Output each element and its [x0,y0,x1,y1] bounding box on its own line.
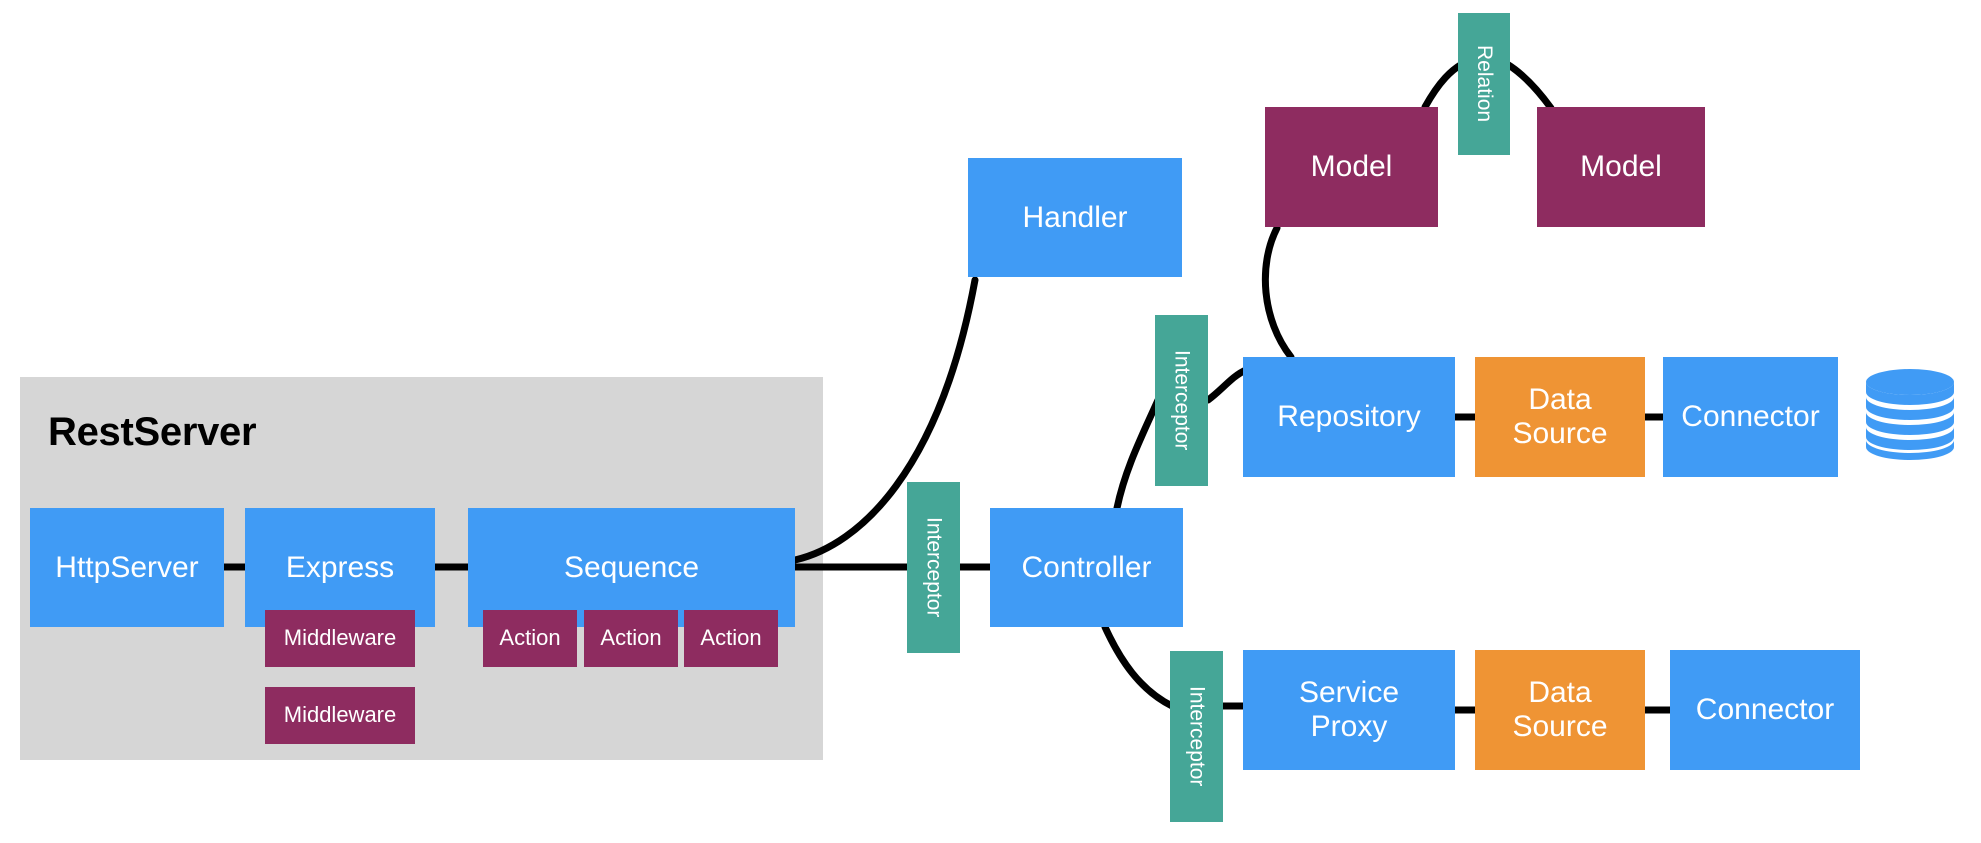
node-sequence[interactable]: Sequence [468,508,795,627]
node-action-1[interactable]: Action [483,610,577,667]
group-title-rest-server: RestServer [48,410,257,454]
node-middleware-2[interactable]: Middleware [265,687,415,744]
database-icon [1862,366,1958,460]
edge-e-controller-interceptor3 [1101,623,1176,710]
node-action-2[interactable]: Action [584,610,678,667]
node-handler[interactable]: Handler [968,158,1182,277]
database-band-2 [1866,397,1954,420]
node-middleware-1[interactable]: Middleware [265,610,415,667]
edge-e-repository-model [1261,224,1295,361]
edge-e-relation-model2 [1503,60,1555,112]
node-interceptor-2[interactable]: Interceptor [1155,315,1208,486]
edge-e-interceptor2-repository [1204,366,1250,404]
edge-e-controller-interceptor2 [1113,396,1162,512]
database-band-4 [1866,427,1954,450]
database-top-ellipse [1866,369,1954,395]
database-band-3 [1866,412,1954,435]
node-data-source-1[interactable]: Data Source [1475,357,1645,477]
edge-e-model1-relation [1421,60,1466,111]
database-band-5 [1866,440,1954,460]
node-controller[interactable]: Controller [990,508,1183,627]
node-service-proxy[interactable]: Service Proxy [1243,650,1455,770]
node-relation[interactable]: Relation [1458,13,1510,155]
node-repository[interactable]: Repository [1243,357,1455,477]
node-model-1[interactable]: Model [1265,107,1438,227]
database-cylinder-shape [1866,369,1954,460]
node-connector-2[interactable]: Connector [1670,650,1860,770]
node-action-3[interactable]: Action [684,610,778,667]
node-model-2[interactable]: Model [1537,107,1705,227]
node-interceptor-3[interactable]: Interceptor [1170,651,1223,822]
node-data-source-2[interactable]: Data Source [1475,650,1645,770]
node-http-server[interactable]: HttpServer [30,508,224,627]
node-express[interactable]: Express [245,508,435,627]
node-interceptor-1[interactable]: Interceptor [907,482,960,653]
database-band-1 [1866,382,1954,405]
node-connector-1[interactable]: Connector [1663,357,1838,477]
